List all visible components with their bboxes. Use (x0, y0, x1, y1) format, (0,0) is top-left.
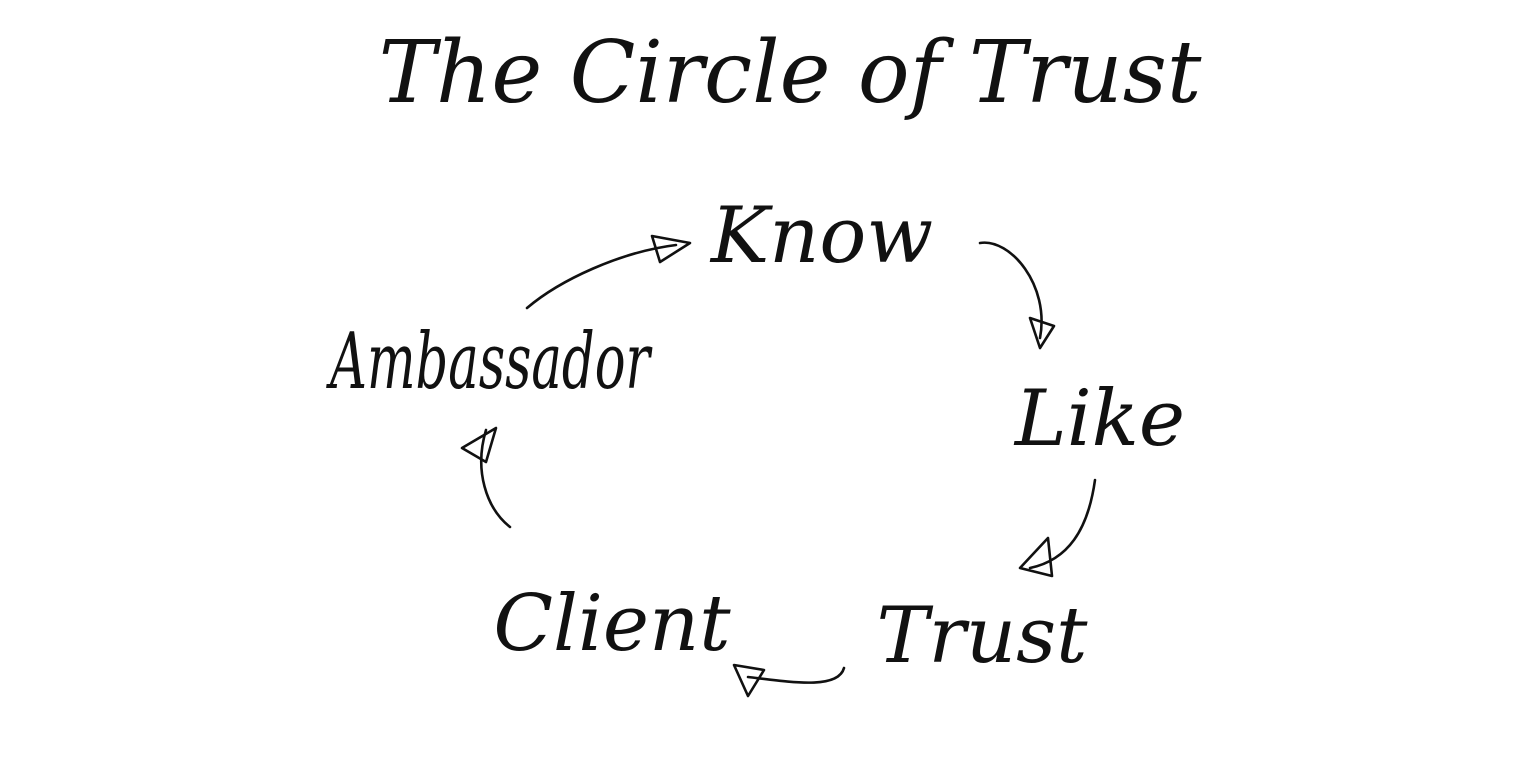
node-like: Like (1013, 374, 1185, 464)
node-know: Know (709, 191, 933, 281)
node-trust: Trust (877, 591, 1089, 681)
arrow-trust-to-client (732, 663, 846, 698)
arrow-know-to-like (978, 241, 1056, 350)
node-client: Client (493, 579, 731, 669)
diagram-title: The Circle of Trust (379, 23, 1202, 123)
arrow-client-to-ambassador (460, 426, 512, 529)
node-ambassador: Ambassador (326, 317, 653, 407)
arrow-ambassador-to-know (525, 234, 692, 310)
arrow-like-to-trust (1018, 478, 1097, 578)
